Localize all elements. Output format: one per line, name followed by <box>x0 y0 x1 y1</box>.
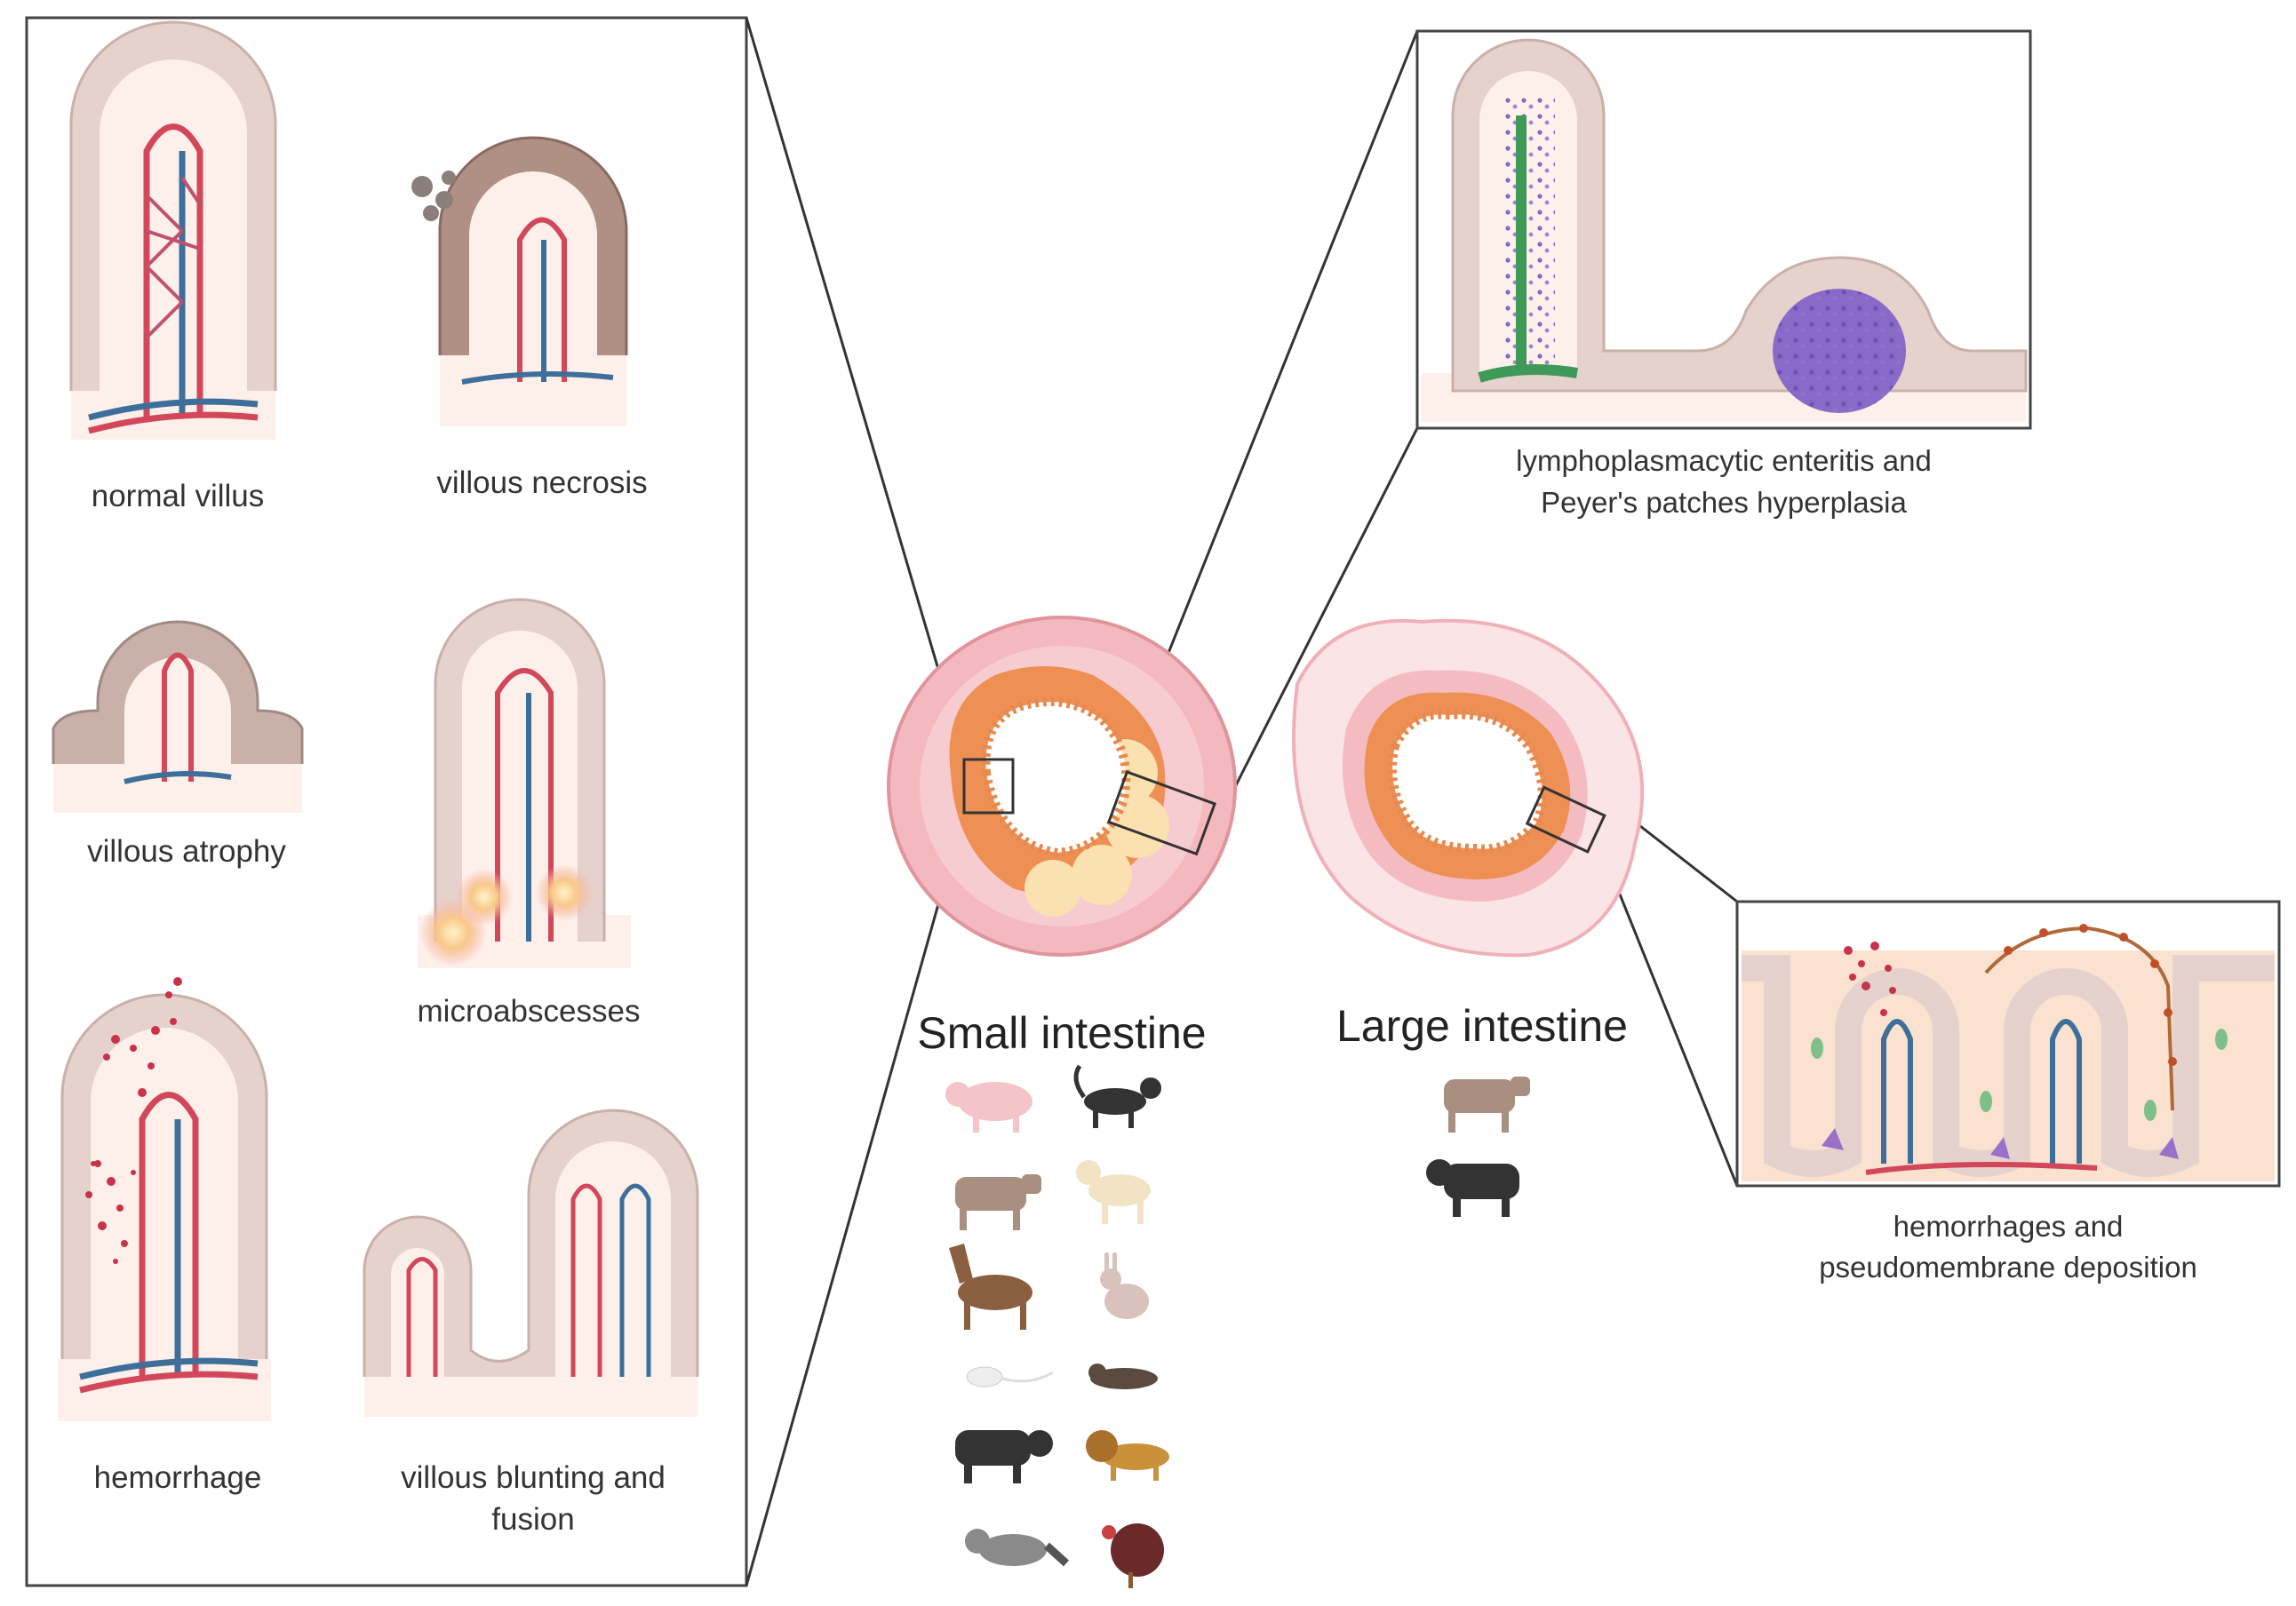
label-pseudomembrane-line2: pseudomembrane deposition <box>1819 1251 2197 1284</box>
dog-icon <box>1076 1160 1151 1224</box>
pig-icon <box>945 1082 1032 1133</box>
raccoon-icon <box>965 1529 1070 1567</box>
label-villous-necrosis: villous necrosis <box>436 465 647 500</box>
label-villous-blunting-line1: villous blunting and <box>401 1460 666 1495</box>
label-normal-villus: normal villus <box>92 479 265 513</box>
label-villous-atrophy: villous atrophy <box>87 834 286 869</box>
buffalo-icon <box>955 1430 1053 1483</box>
ferret-icon <box>1088 1364 1158 1389</box>
cow-icon <box>1444 1077 1530 1133</box>
normal-villus-illustration <box>69 20 277 440</box>
lymphoplasmacytic-illustration <box>1422 38 2028 422</box>
label-pseudomembrane-line1: hemorrhages and <box>1893 1210 2124 1243</box>
small-intestine-animals <box>945 1064 1169 1588</box>
villous-blunting-illustration <box>363 1109 699 1417</box>
turkey-icon <box>1102 1523 1164 1588</box>
large-intestine-animals <box>1426 1077 1530 1217</box>
buffalo-icon <box>1426 1159 1519 1217</box>
connector-lines <box>745 17 1739 1586</box>
small-intestine-cross-section <box>887 616 1237 957</box>
pseudomembrane-illustration <box>1742 924 2275 1181</box>
villous-atrophy-illustration <box>52 620 304 813</box>
horse-icon <box>949 1244 1032 1330</box>
label-lymphoplasmacytic-line1: lymphoplasmacytic enteritis and <box>1516 444 1932 477</box>
cow-icon <box>955 1174 1041 1230</box>
label-villous-blunting-line2: fusion <box>491 1502 574 1537</box>
label-lymphoplasmacytic-line2: Peyer's patches hyperplasia <box>1541 486 1907 519</box>
microabscesses-illustration <box>418 598 631 968</box>
rabbit-icon <box>1100 1252 1149 1319</box>
cat-icon <box>1073 1064 1161 1128</box>
small-intestine-title: Small intestine <box>917 1008 1206 1058</box>
bottom-right-panel-frame <box>1735 900 2281 1188</box>
hemorrhage-illustration <box>58 977 271 1421</box>
villous-necrosis-illustration <box>411 136 628 426</box>
lion-icon <box>1086 1430 1169 1481</box>
large-intestine-title: Large intestine <box>1336 1001 1628 1051</box>
mouse-icon <box>966 1366 1054 1387</box>
label-microabscesses: microabscesses <box>418 994 641 1029</box>
label-hemorrhage: hemorrhage <box>94 1460 262 1495</box>
large-intestine-cross-section <box>1292 618 1645 958</box>
left-panel-frame <box>25 16 748 1587</box>
top-right-panel-frame <box>1415 29 2032 430</box>
